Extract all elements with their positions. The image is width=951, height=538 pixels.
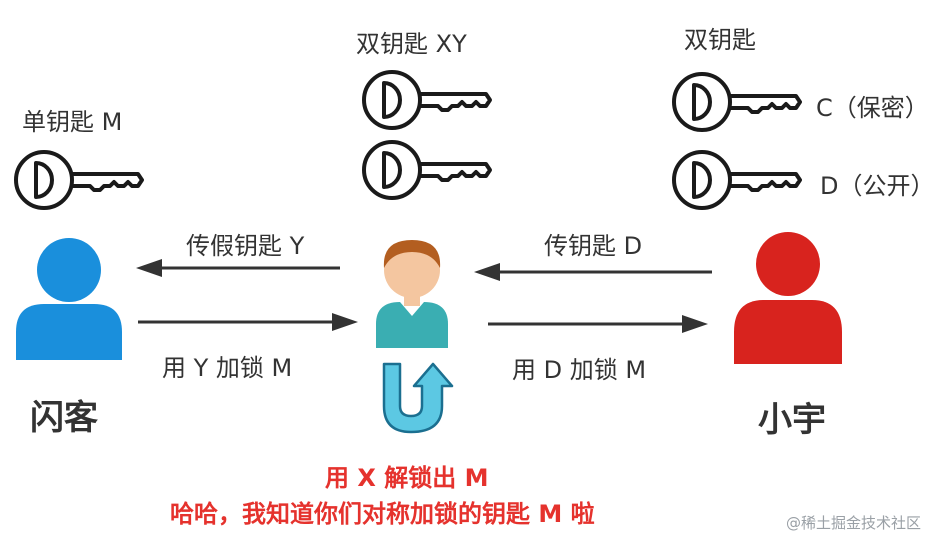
arrow-left-key-d bbox=[474, 263, 712, 281]
key-c-label: C（保密） bbox=[816, 94, 929, 122]
left-person-name: 闪客 bbox=[30, 398, 98, 438]
key-icon-c-private bbox=[672, 72, 802, 132]
arrow-left-fake-key bbox=[136, 259, 340, 277]
lock-with-d-label: 用 D 加锁 M bbox=[512, 356, 647, 384]
lock-with-y-label: 用 Y 加锁 M bbox=[162, 354, 293, 382]
arrow-right-lock-y bbox=[138, 313, 358, 331]
key-icon-double-xy-2 bbox=[362, 140, 492, 200]
key-icon-d-public bbox=[672, 150, 802, 210]
u-turn-arrow-icon bbox=[382, 362, 454, 434]
single-key-label: 单钥匙 M bbox=[22, 108, 123, 136]
decrypt-message-line1: 用 X 解锁出 M bbox=[325, 464, 489, 492]
double-key-label: 双钥匙 bbox=[684, 26, 756, 54]
key-icon-single-m bbox=[14, 150, 144, 210]
send-fake-key-label: 传假钥匙 Y bbox=[186, 232, 305, 260]
watermark: @稀土掘金技术社区 bbox=[786, 514, 922, 532]
send-key-d-label: 传钥匙 D bbox=[544, 232, 643, 260]
key-d-label: D（公开） bbox=[820, 172, 935, 200]
person-icon-left bbox=[16, 238, 122, 360]
person-icon-middle bbox=[376, 240, 448, 348]
decrypt-message-line2: 哈哈，我知道你们对称加锁的钥匙 M 啦 bbox=[170, 500, 595, 528]
double-key-xy-label: 双钥匙 XY bbox=[356, 30, 467, 58]
arrow-right-lock-d bbox=[488, 315, 708, 333]
right-person-name: 小宇 bbox=[758, 400, 826, 440]
person-icon-right bbox=[734, 232, 842, 364]
key-icon-double-xy-1 bbox=[362, 70, 492, 130]
